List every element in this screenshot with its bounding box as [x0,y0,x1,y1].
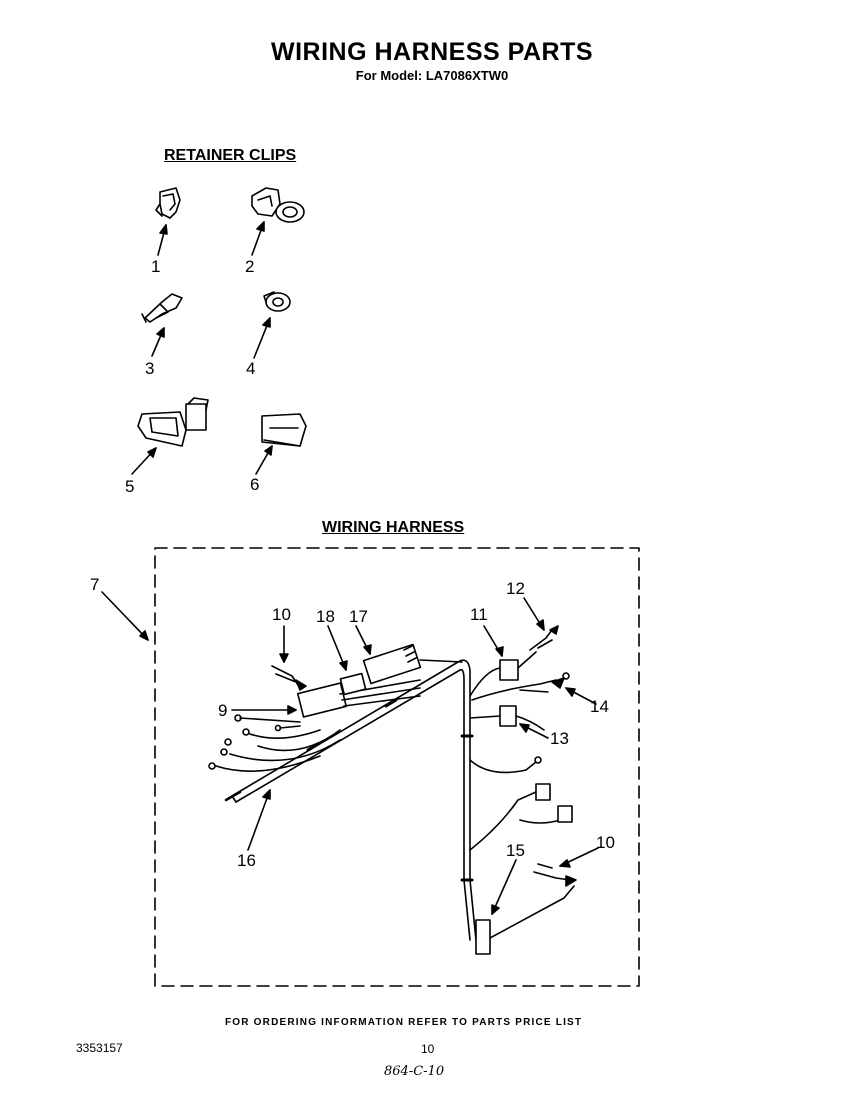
harness-left-leads [208,714,341,772]
callout-10-bottom: 10 [596,833,615,852]
document-number: 3353157 [76,1041,123,1055]
handwritten-note: 864-C-10 [384,1064,445,1079]
retainer-clip-4-illustration [263,291,291,312]
harness-terminal-10a [271,665,307,691]
section-title-retainer-clips: RETAINER CLIPS [164,147,297,164]
callout-16: 16 [237,851,256,870]
callout-4: 4 [246,359,256,378]
harness-terminal-14 [471,672,570,701]
ordering-note: FOR ORDERING INFORMATION REFER TO PARTS … [225,1017,583,1028]
callout-3: 3 [145,359,155,378]
callout-17: 17 [349,607,368,626]
harness-connector-13 [469,705,545,774]
harness-connector-9 [296,679,421,718]
callout-7: 7 [90,575,100,594]
harness-trunk-illustration [224,659,477,941]
callout-5: 5 [125,477,135,496]
page-number: 10 [421,1042,435,1056]
callout-9: 9 [218,701,228,720]
section-title-wiring-harness: WIRING HARNESS [322,519,465,536]
retainer-clip-6-illustration [261,413,307,447]
harness-connector-15 [475,885,575,955]
model-subtitle: For Model: LA7086XTW0 [355,68,509,83]
callout-11: 11 [470,605,488,624]
callout-14: 14 [590,697,609,716]
retainer-clip-1-illustration [155,187,181,219]
harness-connector-11 [469,651,537,697]
retainer-clip-3-illustration [141,293,183,323]
callout-13: 13 [550,729,569,748]
harness-connector-17 [362,643,463,685]
retainer-clip-5-illustration [137,397,209,447]
callout-1: 1 [151,257,161,276]
callout-10-top: 10 [272,605,291,624]
pointer-15 [491,859,517,915]
callout-6: 6 [250,475,260,494]
page-title: WIRING HARNESS PARTS [270,38,594,66]
callout-12: 12 [506,579,525,598]
pointer-16 [247,789,271,851]
callout-18: 18 [316,607,335,626]
harness-connector-18 [339,672,367,696]
harness-right-plugs [469,783,573,851]
pointer-7 [101,591,149,641]
callout-2: 2 [245,257,255,276]
harness-terminal-12 [529,625,559,651]
retainer-clip-2-illustration [251,187,305,223]
harness-frame [154,547,640,987]
harness-terminal-10b [533,863,577,887]
callout-15: 15 [506,841,525,860]
